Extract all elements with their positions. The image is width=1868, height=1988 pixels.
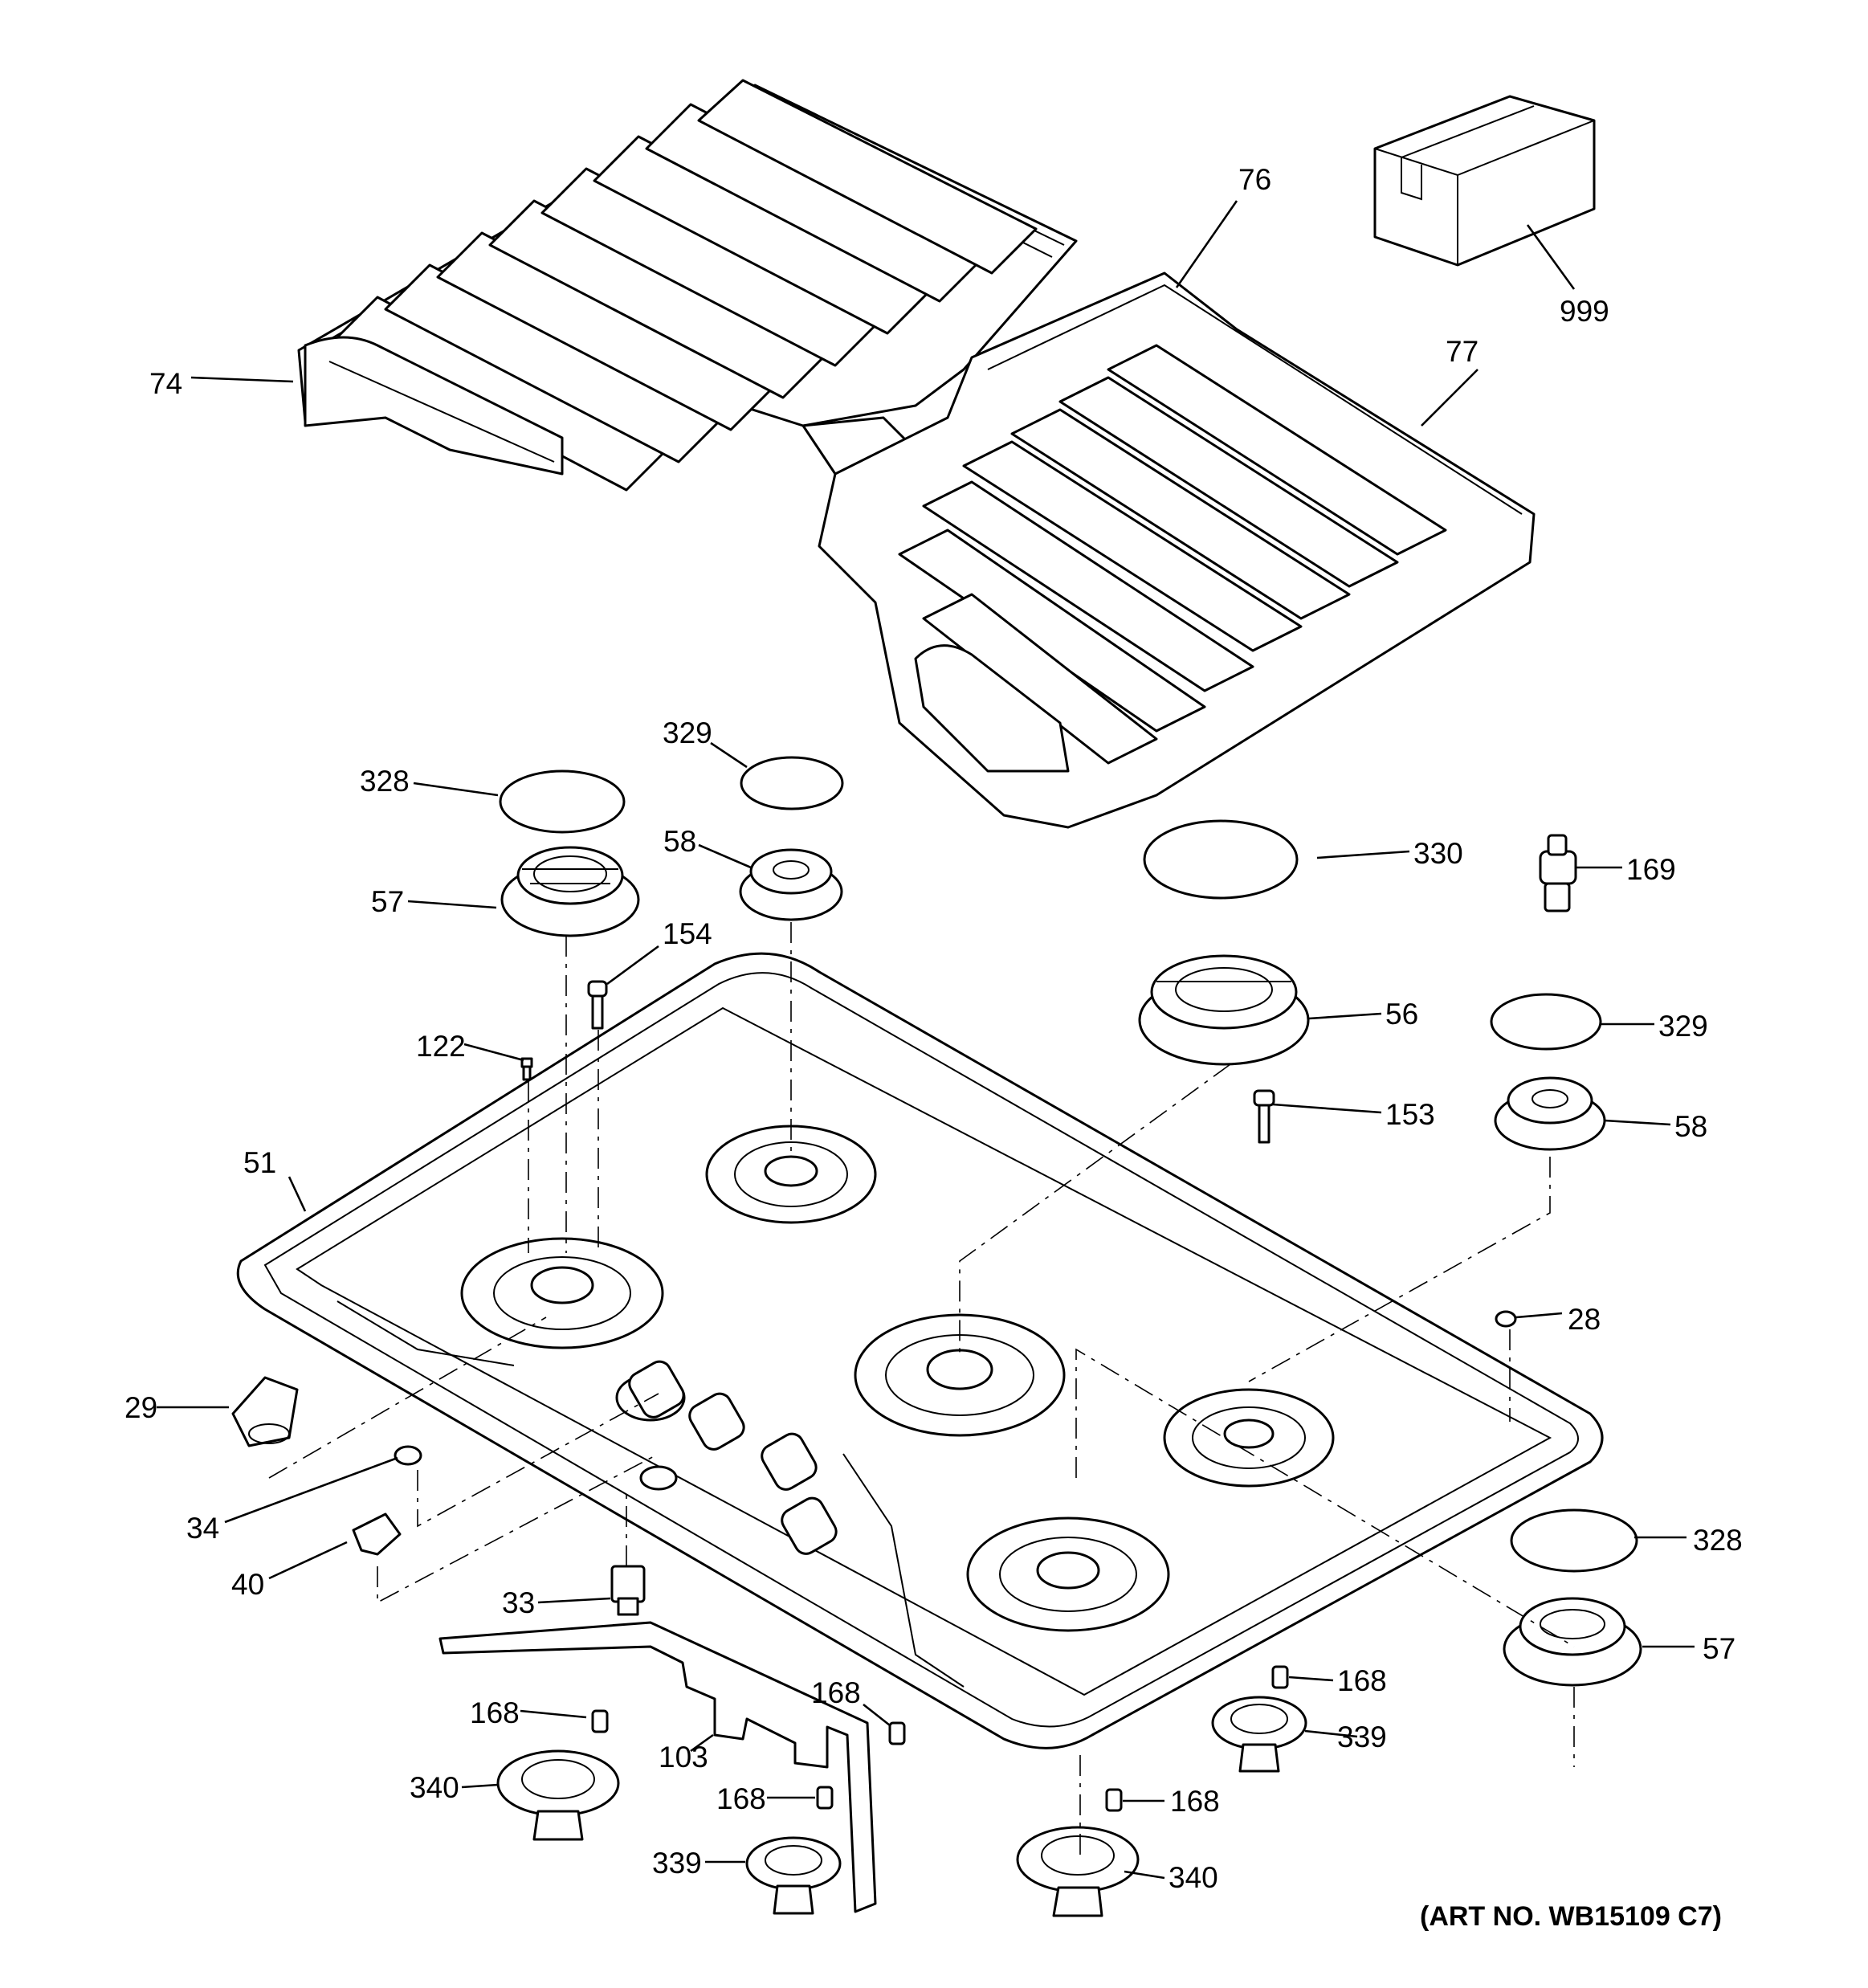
callout-329b: 329 [1658,1010,1708,1043]
callout-58: 58 [663,825,696,858]
callout-28: 28 [1568,1303,1601,1336]
burner-cap-328-right [1510,1508,1638,1573]
callout-340b: 340 [1169,1861,1218,1894]
burner-head-56 [1138,954,1310,1066]
burner-cap-328-left [499,769,626,834]
callout-29: 29 [124,1391,157,1424]
burner-base-340-center [1016,1826,1140,1917]
burner-cap-329-top [740,756,844,810]
callout-57: 57 [371,885,404,918]
burner-cap-329-right [1490,993,1602,1051]
button-34 [394,1445,422,1466]
callout-33: 33 [502,1586,535,1619]
bracket-103 [438,1621,877,1913]
cooktop-51 [236,952,1604,1749]
callout-74: 74 [149,367,182,400]
knob-29 [231,1376,299,1447]
callout-168e: 168 [1337,1664,1387,1697]
callout-329: 329 [663,716,712,749]
burner-head-57-left [500,846,640,937]
art-number: (ART NO. WB15109 C7) [1420,1901,1722,1932]
burner-base-339-right [1211,1696,1307,1773]
callout-40: 40 [231,1568,264,1601]
burner-head-58-top [739,848,843,921]
igniter-169 [1539,834,1577,912]
callout-168b: 168 [811,1676,861,1709]
screw-154 [587,980,608,1030]
callout-168d: 168 [1170,1785,1220,1818]
burner-base-340-left [496,1749,620,1841]
callout-339a: 339 [652,1847,702,1880]
screw-153 [1253,1089,1275,1144]
callout-999: 999 [1560,295,1609,328]
screw-28 [1495,1310,1517,1328]
screw-122 [520,1057,533,1081]
parts-box [1373,95,1596,267]
callout-169: 169 [1626,853,1676,886]
burner-head-57-right [1503,1597,1642,1687]
callout-122: 122 [416,1030,466,1063]
callout-154: 154 [663,917,712,950]
assembly-lines [268,922,1575,1855]
right-grate [818,271,1536,829]
callout-34: 34 [186,1512,219,1545]
callout-168a: 168 [470,1696,520,1729]
callout-77: 77 [1446,335,1478,368]
callout-76: 76 [1238,163,1271,196]
callout-340a: 340 [410,1771,459,1804]
callout-58b: 58 [1674,1110,1707,1143]
button-40 [352,1512,402,1556]
callout-51: 51 [243,1146,276,1179]
clip-168-group [591,1665,1289,1812]
callout-103: 103 [659,1741,708,1774]
callout-labels: 74 76 77 999 328 329 58 57 154 330 169 5… [124,163,1743,1894]
callout-57b: 57 [1703,1632,1735,1665]
callout-168c: 168 [716,1782,766,1815]
burner-base-339-left [745,1836,842,1915]
leader-lines [157,200,1695,1880]
burner-head-58-right [1494,1076,1606,1151]
callout-328: 328 [360,765,410,798]
callout-56: 56 [1385,998,1418,1031]
callout-330: 330 [1413,837,1463,870]
callout-153: 153 [1385,1098,1435,1131]
left-grate [297,79,1078,492]
callout-328b: 328 [1693,1524,1743,1557]
burner-cap-330 [1143,819,1299,900]
switch-33 [610,1565,646,1616]
callout-339b: 339 [1337,1721,1387,1753]
